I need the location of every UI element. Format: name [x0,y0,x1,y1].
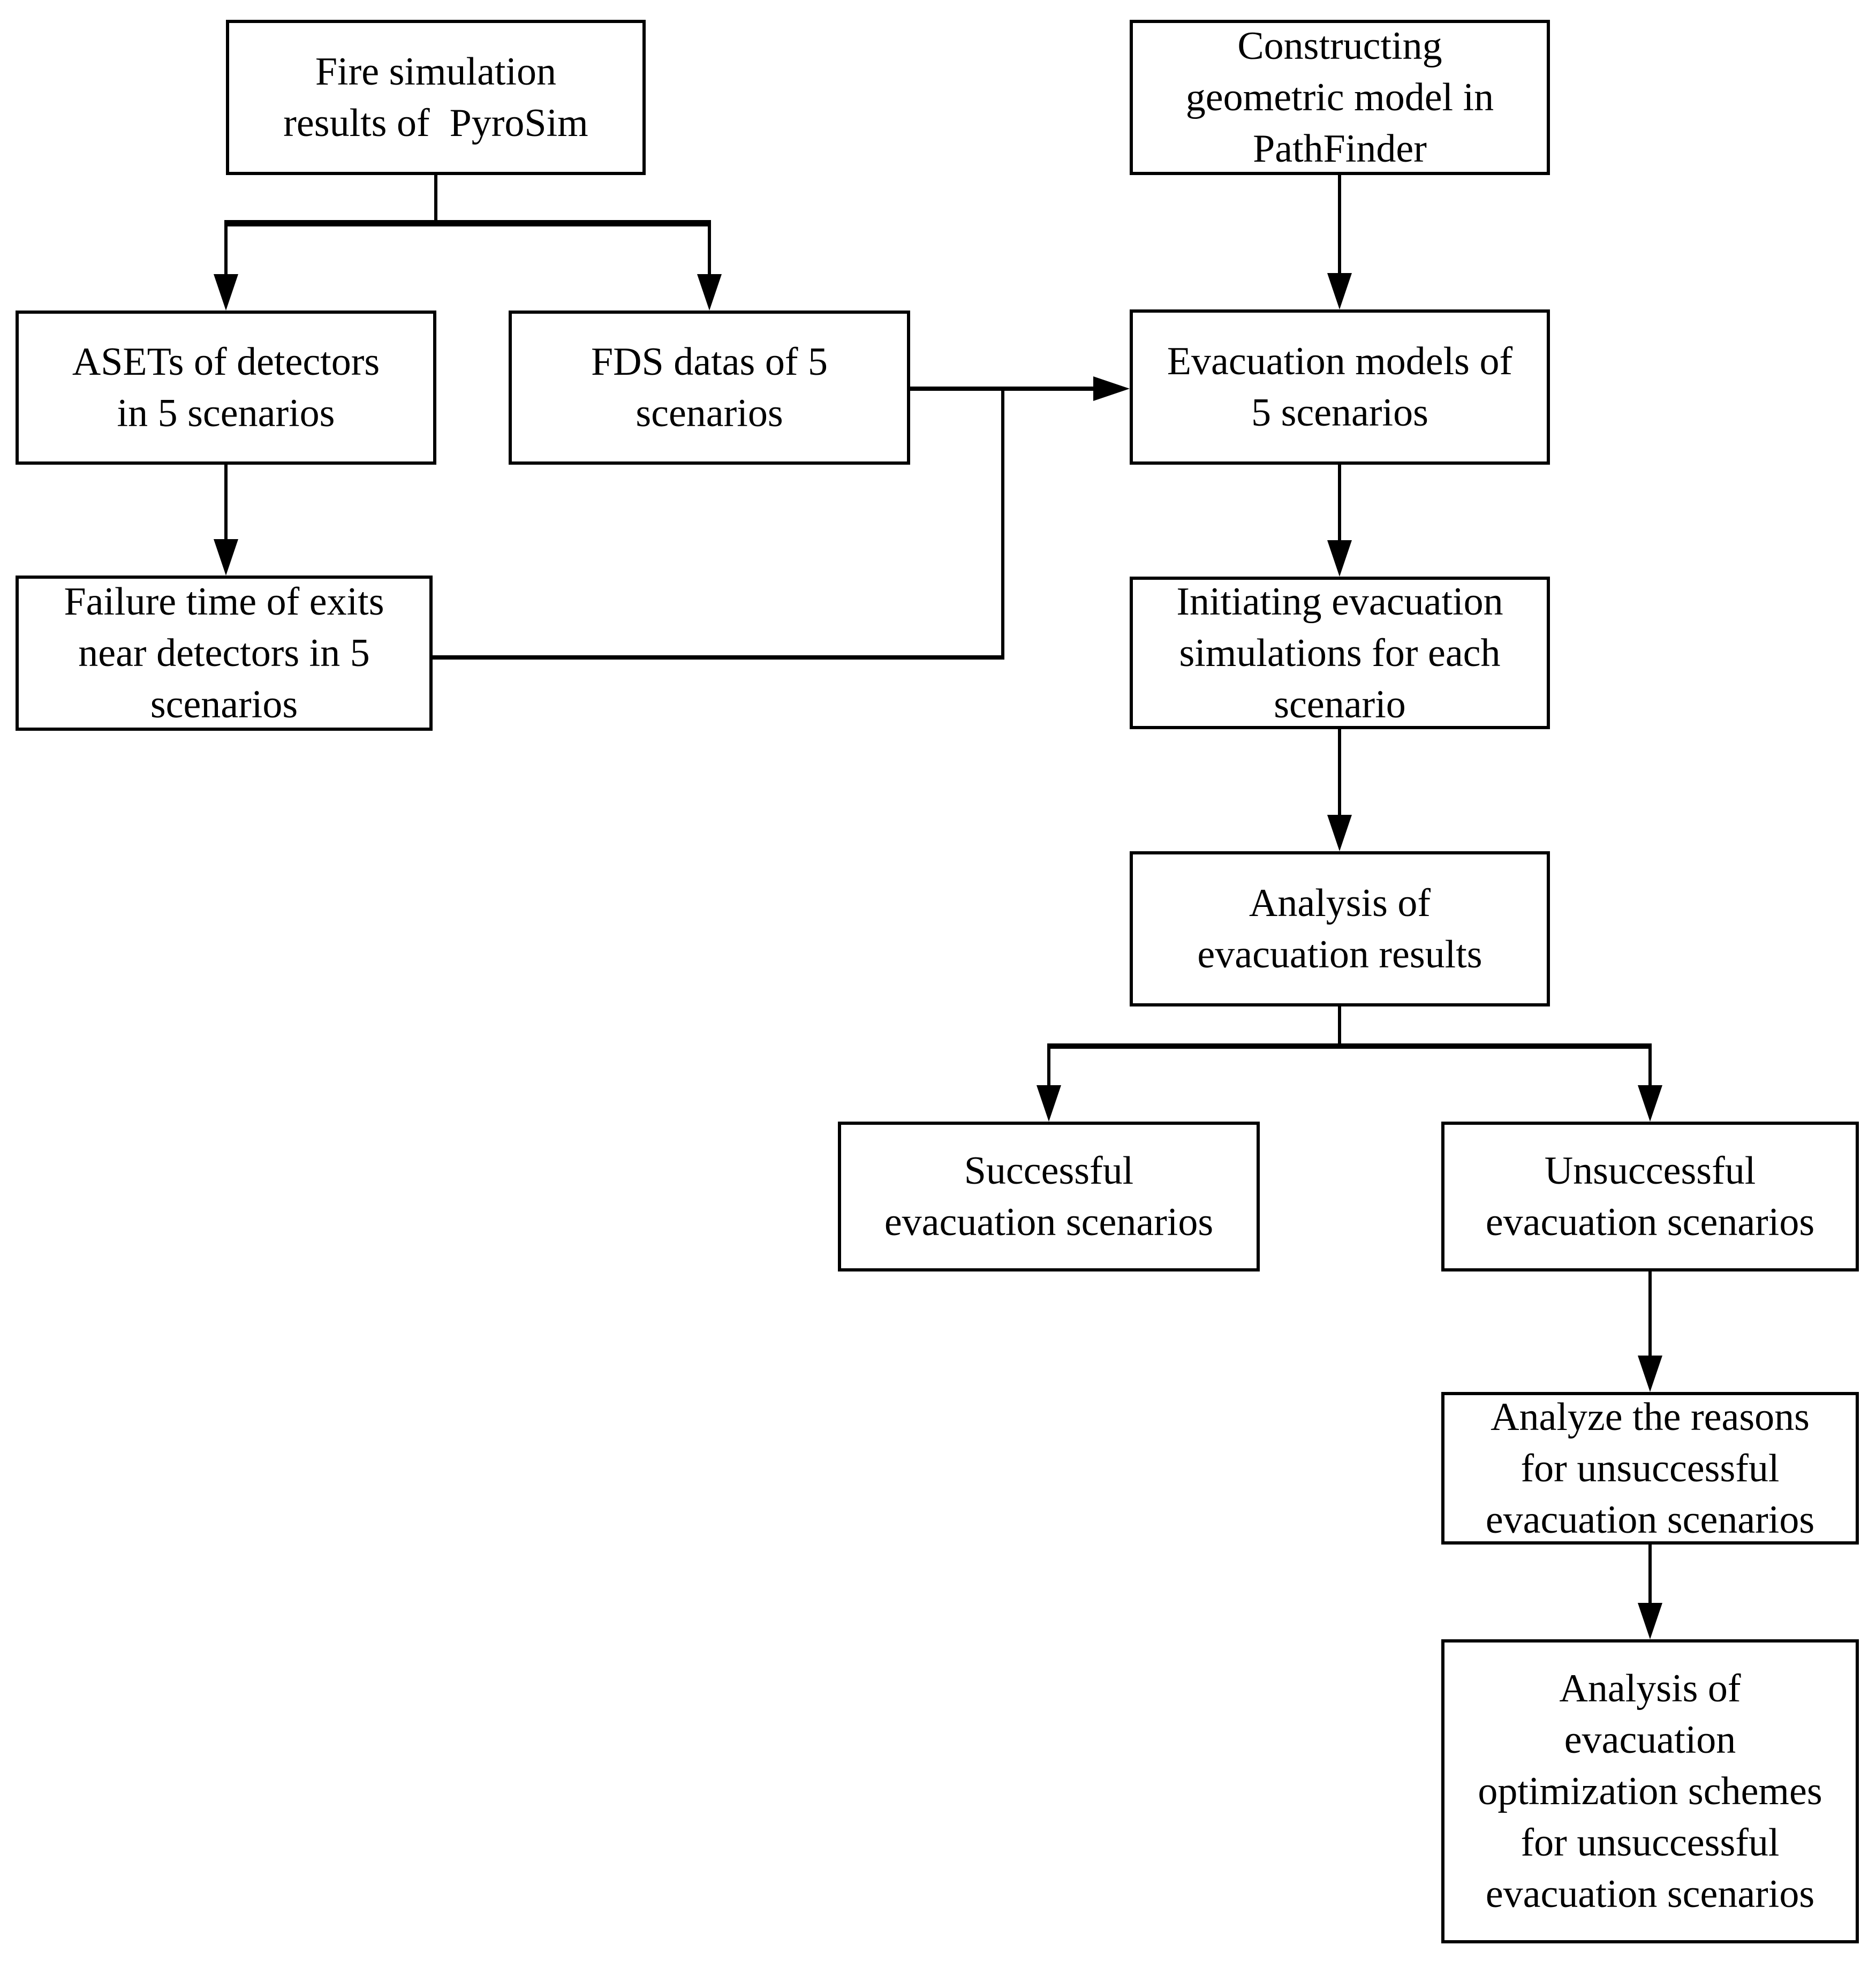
edge-initiating-to-analysis-arrowhead-icon [1327,815,1352,851]
edge-fire-to-asets-arrowhead-icon [214,274,238,311]
node-failure-time-of-exits: Failure time of exits near detectors in … [16,576,433,731]
node-analysis-optimization-schemes: Analysis of evacuation optimization sche… [1441,1639,1859,1943]
edge-evacmodels-to-initiating-line [1338,465,1341,542]
edge-analysis-split-bar [1047,1043,1652,1049]
edge-fds-to-evacmodels-arrowhead-icon [1093,376,1130,401]
edge-fire-to-asets-line [224,220,228,276]
edge-failure-horizontal [433,655,1004,660]
edge-analysis-split-stem [1338,1006,1341,1045]
edge-analysis-to-successful-line [1047,1043,1050,1087]
edge-model-to-evacmodels-line [1338,175,1341,274]
edge-analysis-to-successful-arrowhead-icon [1037,1085,1061,1122]
node-fds-datas: FDS datas of 5 scenarios [509,311,910,465]
edge-model-to-evacmodels-arrowhead-icon [1327,273,1352,309]
edge-initiating-to-analysis-line [1338,729,1341,816]
edge-fire-split-bar [224,220,711,226]
node-fire-simulation-results: Fire simulation results of PyroSim [226,20,646,175]
node-unsuccessful-scenarios: Unsuccessful evacuation scenarios [1441,1122,1859,1271]
node-evacuation-models: Evacuation models of 5 scenarios [1130,309,1550,465]
edge-unsuccessful-to-reasons-arrowhead-icon [1638,1356,1662,1392]
edge-unsuccessful-to-reasons-line [1648,1271,1652,1357]
edge-asets-to-failure-arrowhead-icon [214,539,238,576]
edge-analysis-to-unsuccessful-line [1648,1043,1652,1087]
edge-reasons-to-schemes-arrowhead-icon [1638,1603,1662,1639]
node-constructing-geometric-model: Constructing geometric model in PathFind… [1130,20,1550,175]
node-analyze-reasons: Analyze the reasons for unsuccessful eva… [1441,1392,1859,1545]
node-initiating-evacuation-simulations: Initiating evacuation simulations for ea… [1130,577,1550,729]
edge-asets-to-failure-line [224,465,228,541]
node-asets-of-detectors: ASETs of detectors in 5 scenarios [16,311,436,465]
node-successful-scenarios: Successful evacuation scenarios [838,1122,1260,1271]
edge-failure-junction-vertical [1001,389,1004,660]
edge-reasons-to-schemes-line [1648,1545,1652,1604]
edge-fire-split-stem [434,175,437,224]
edge-fire-to-fds-arrowhead-icon [697,274,722,311]
edge-evacmodels-to-initiating-arrowhead-icon [1327,540,1352,577]
node-analysis-of-evacuation-results: Analysis of evacuation results [1130,851,1550,1006]
edge-analysis-to-unsuccessful-arrowhead-icon [1638,1085,1662,1122]
edge-fire-to-fds-line [708,220,711,276]
